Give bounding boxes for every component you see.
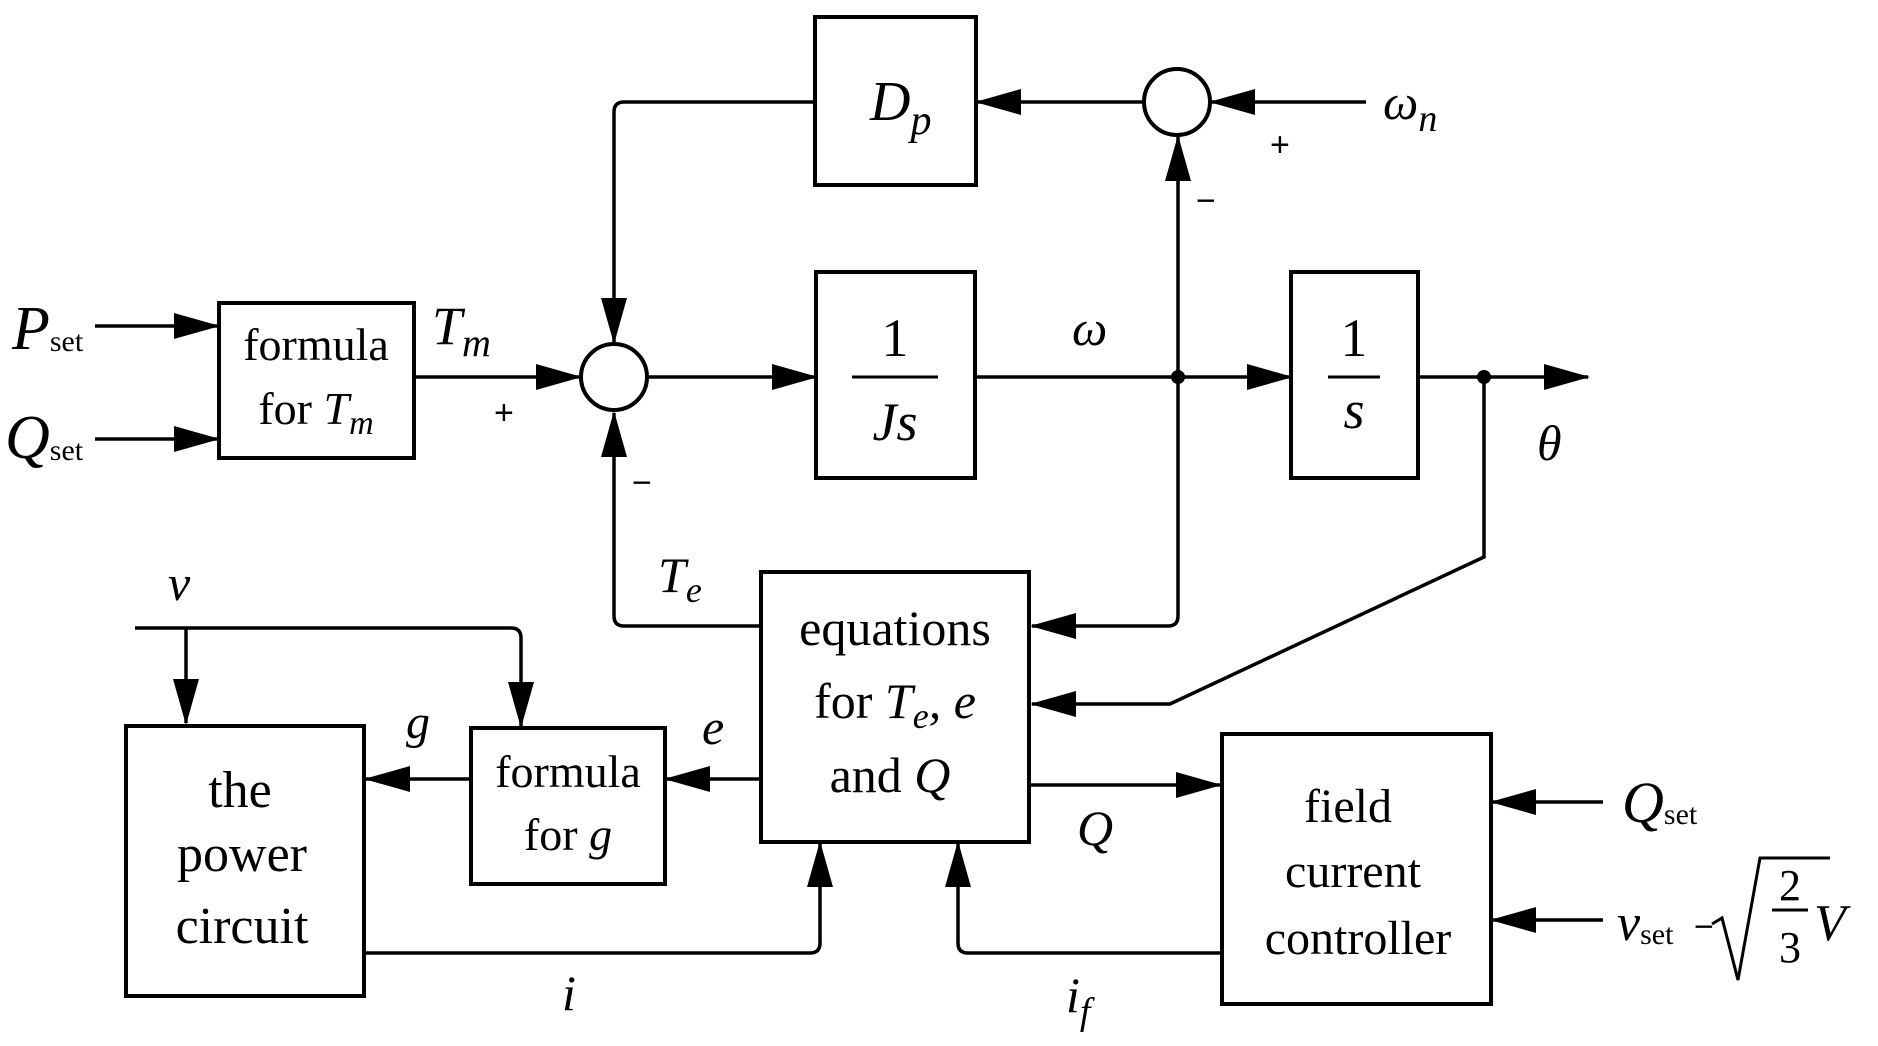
wire-i [365,841,833,955]
wire-dp-feedback [601,100,815,344]
sign-sum1-minus: − [632,464,652,502]
label-e: e [702,699,724,755]
field-controller-line1: field [1304,780,1392,833]
label-i: i [562,965,576,1021]
sign-sum2-plus: + [1270,126,1290,164]
summing-junction-speed [1142,67,1212,137]
label-theta: θ [1537,415,1562,471]
summing-junction-torque [579,342,649,412]
vref-sqrt [1711,856,1830,981]
block-power-circuit: the power circuit [124,724,366,998]
label-q-set-left: Qset [5,404,84,472]
field-controller-line3: controller [1265,912,1452,965]
wire-theta-down [1030,377,1486,717]
label-omega-n: ωn [1383,74,1437,140]
label-v: v [168,555,191,611]
field-controller-line2: current [1285,845,1422,898]
formula-g-line2: for g [524,809,612,860]
label-p-set: Pset [11,295,84,363]
vref-minus: − [1694,908,1714,946]
vref-frac-den: 3 [1779,923,1801,972]
label-q-set-right: Qset [1622,770,1698,835]
label-tm: Tm [432,296,491,365]
wire-if [945,841,1221,955]
block-damping: Dp [813,15,978,187]
label-q: Q [1077,800,1113,856]
inertia-denominator: Js [873,392,918,452]
formula-tm-line1: formula [243,319,389,370]
integrator-numerator: 1 [1341,308,1368,368]
block-integrator: 1 s [1289,270,1420,480]
formula-g-line1: formula [495,746,641,797]
inertia-numerator: 1 [882,308,909,368]
integrator-denominator: s [1343,380,1364,440]
damping-label: Dp [869,71,931,144]
block-inertia: 1 Js [814,270,977,480]
wires [95,89,1603,955]
block-field-controller: field current controller [1220,732,1493,1006]
equations-line3: and Q [830,747,951,803]
block-formula-g: formula for g [469,726,667,886]
label-if: if [1066,967,1095,1033]
block-equations: equations for Te, e and Q [759,570,1031,844]
formula-tm-line2: for Tm [258,383,373,442]
wire-te-feedback [601,411,761,628]
label-g: g [406,696,430,749]
wire-v-bus [135,626,534,728]
vref-frac-num: 2 [1779,861,1801,910]
label-omega: ω [1072,300,1107,356]
wire-omega-down [1030,377,1180,639]
junction-omega [1171,370,1185,384]
power-circuit-line2: power [177,826,307,883]
sign-sum1-plus: + [494,394,514,432]
vref-tail: V [1814,895,1851,952]
junction-theta [1477,370,1491,384]
vref-v: vset [1617,895,1674,952]
equations-line2: for Te, e [814,673,976,736]
label-vref: vset − 2 3 V [1617,856,1851,981]
power-circuit-line1: the [208,762,272,819]
block-formula-tm: formula for Tm [217,301,416,460]
power-circuit-line3: circuit [176,898,309,955]
equations-line1: equations [799,600,991,656]
sign-sum2-minus: − [1196,182,1216,220]
label-te: Te [658,547,702,610]
